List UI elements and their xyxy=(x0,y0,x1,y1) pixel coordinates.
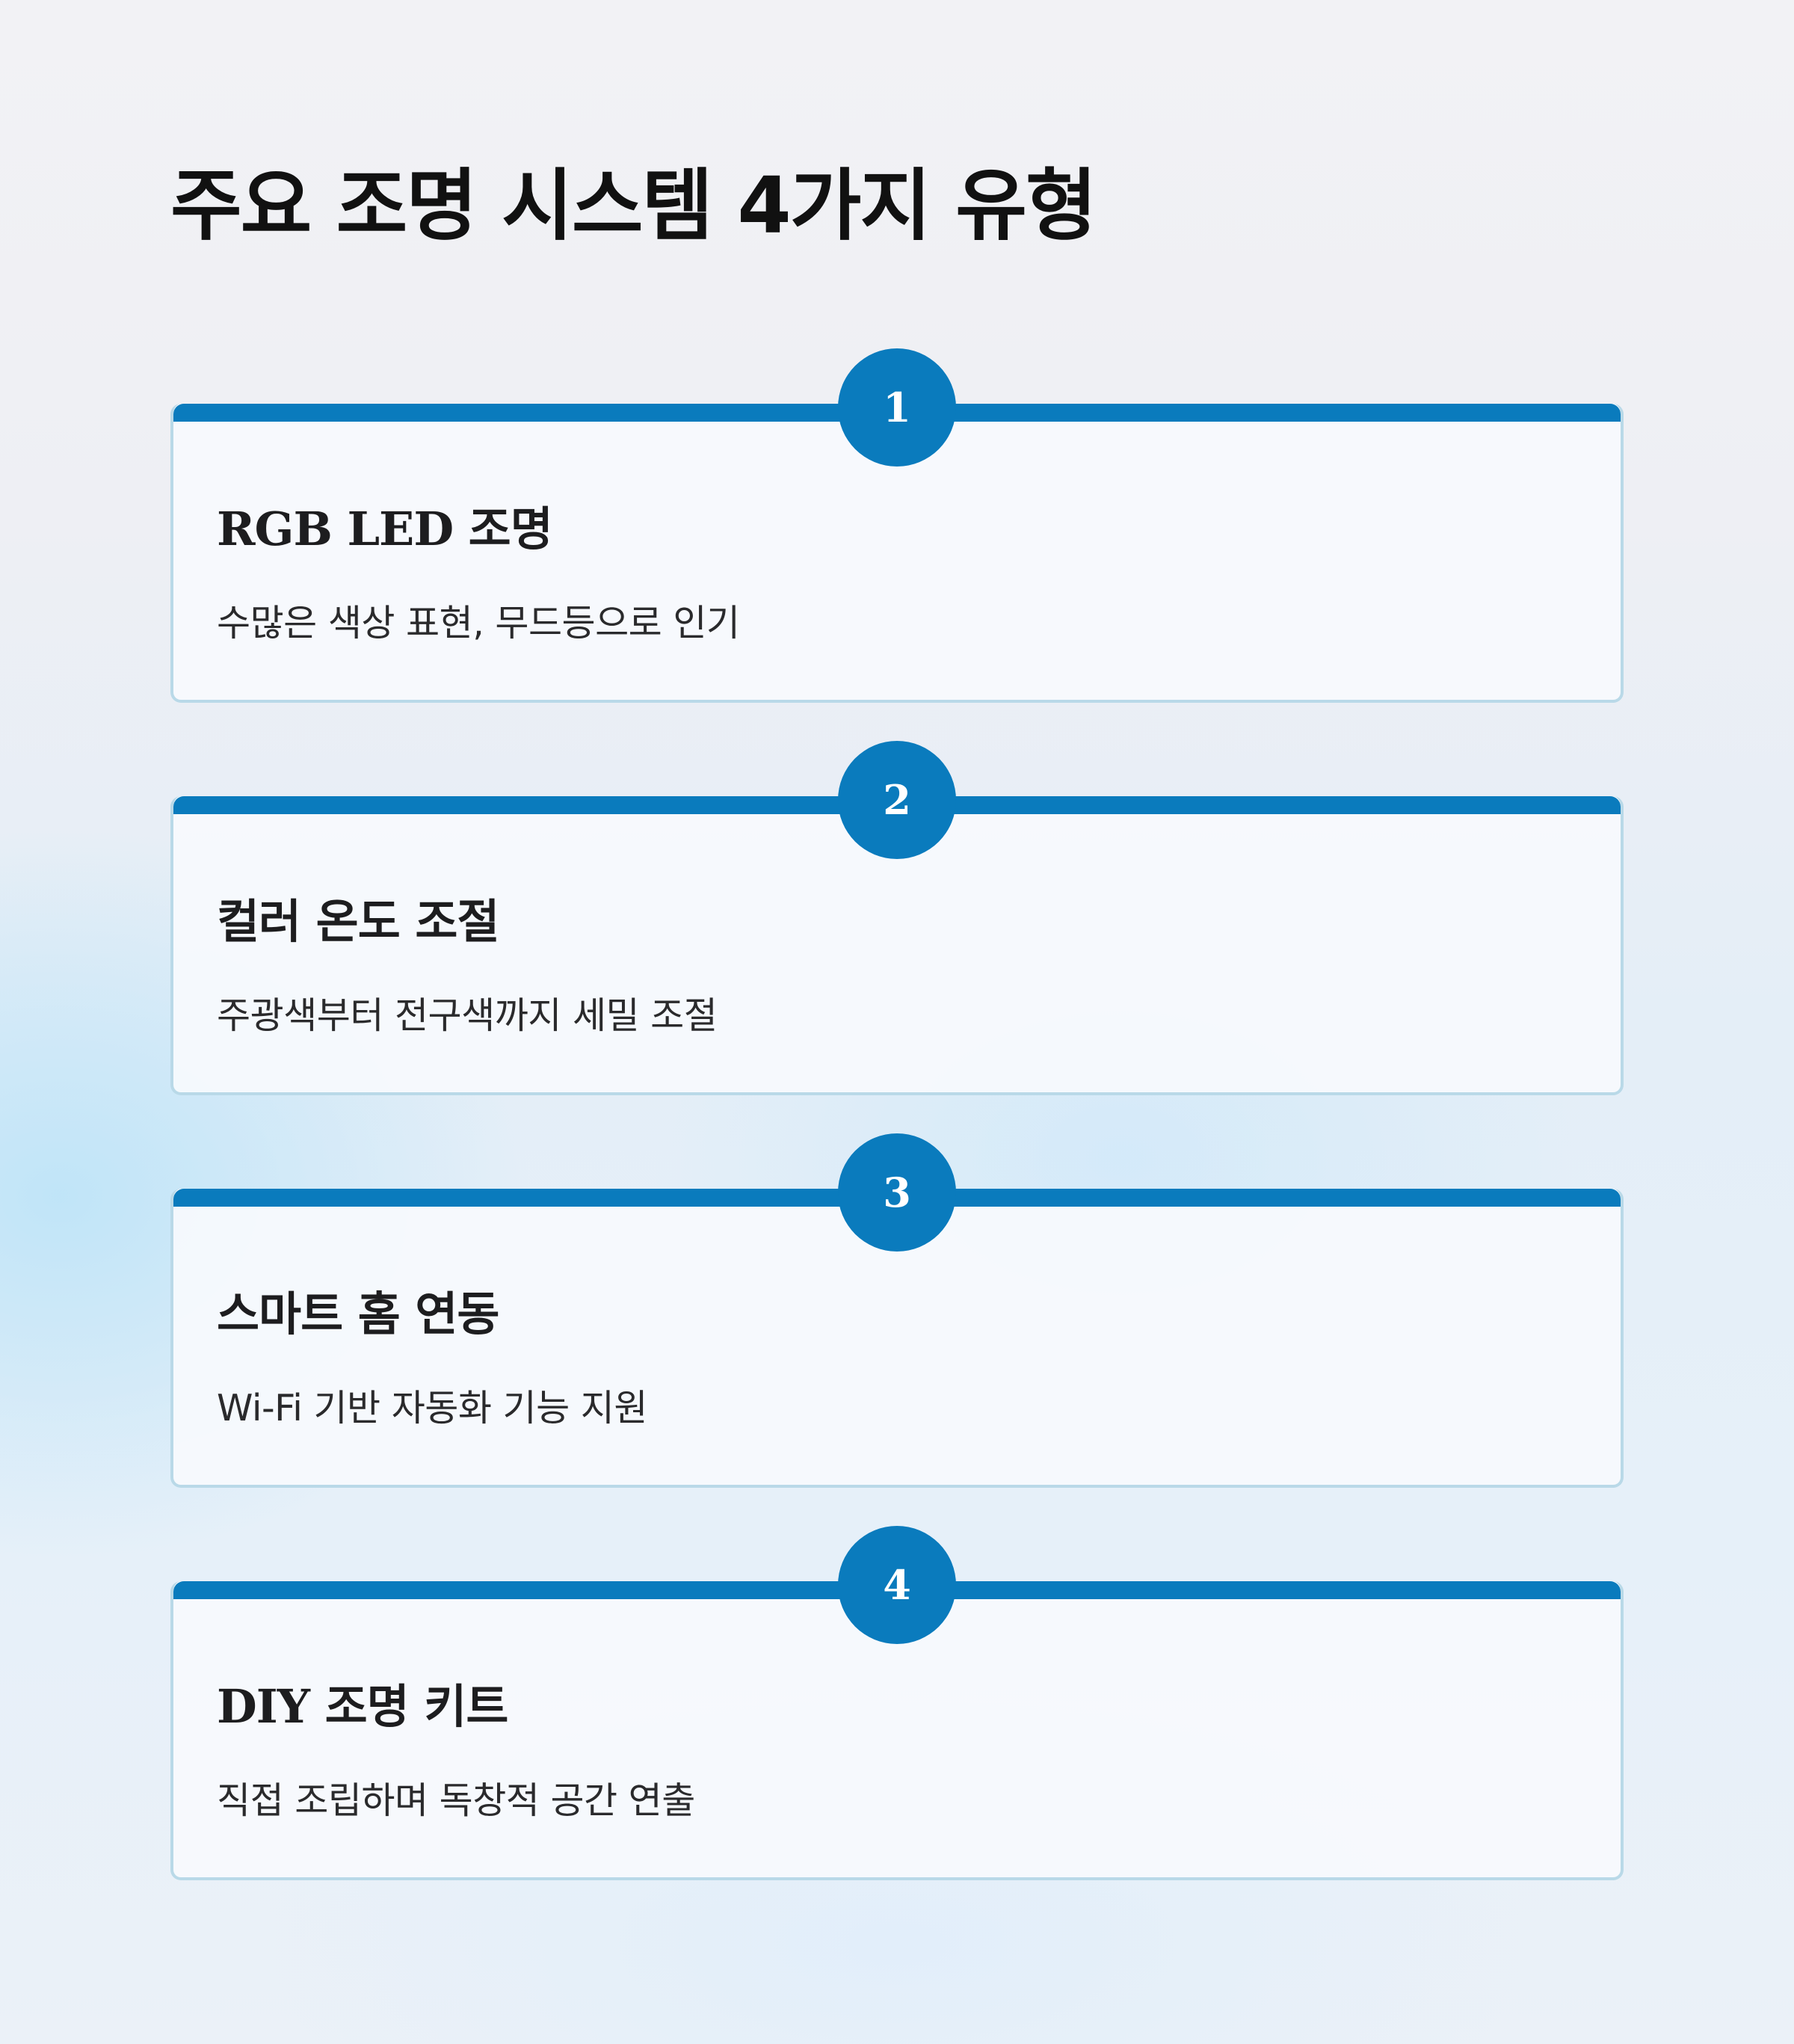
lighting-type-card-3: 스마트 홈 연동 Wi-Fi 기반 자동화 기능 지원 3 xyxy=(170,1133,1624,1488)
card-title: RGB LED 조명 xyxy=(217,502,553,556)
step-number-badge: 1 xyxy=(838,348,956,467)
card-panel: 컬러 온도 조절 주광색부터 전구색까지 세밀 조절 xyxy=(170,796,1624,1095)
page-title: 주요 조명 시스템 4가지 유형 xyxy=(170,160,1097,251)
card-description: 수많은 색상 표현, 무드등으로 인기 xyxy=(217,602,740,644)
step-number-badge: 3 xyxy=(838,1133,956,1252)
card-title: DIY 조명 키트 xyxy=(217,1679,508,1734)
lighting-type-card-2: 컬러 온도 조절 주광색부터 전구색까지 세밀 조절 2 xyxy=(170,741,1624,1095)
card-description: 직접 조립하며 독창적 공간 연출 xyxy=(217,1779,695,1822)
card-description: 주광색부터 전구색까지 세밀 조절 xyxy=(217,994,718,1037)
lighting-type-card-4: DIY 조명 키트 직접 조립하며 독창적 공간 연출 4 xyxy=(170,1526,1624,1880)
card-title: 컬러 온도 조절 xyxy=(217,894,499,949)
card-title: 스마트 홈 연동 xyxy=(217,1287,499,1341)
card-description: Wi-Fi 기반 자동화 기능 지원 xyxy=(217,1387,647,1429)
step-number-badge: 4 xyxy=(838,1526,956,1644)
step-number-badge: 2 xyxy=(838,741,956,859)
lighting-type-card-1: RGB LED 조명 수많은 색상 표현, 무드등으로 인기 1 xyxy=(170,348,1624,703)
